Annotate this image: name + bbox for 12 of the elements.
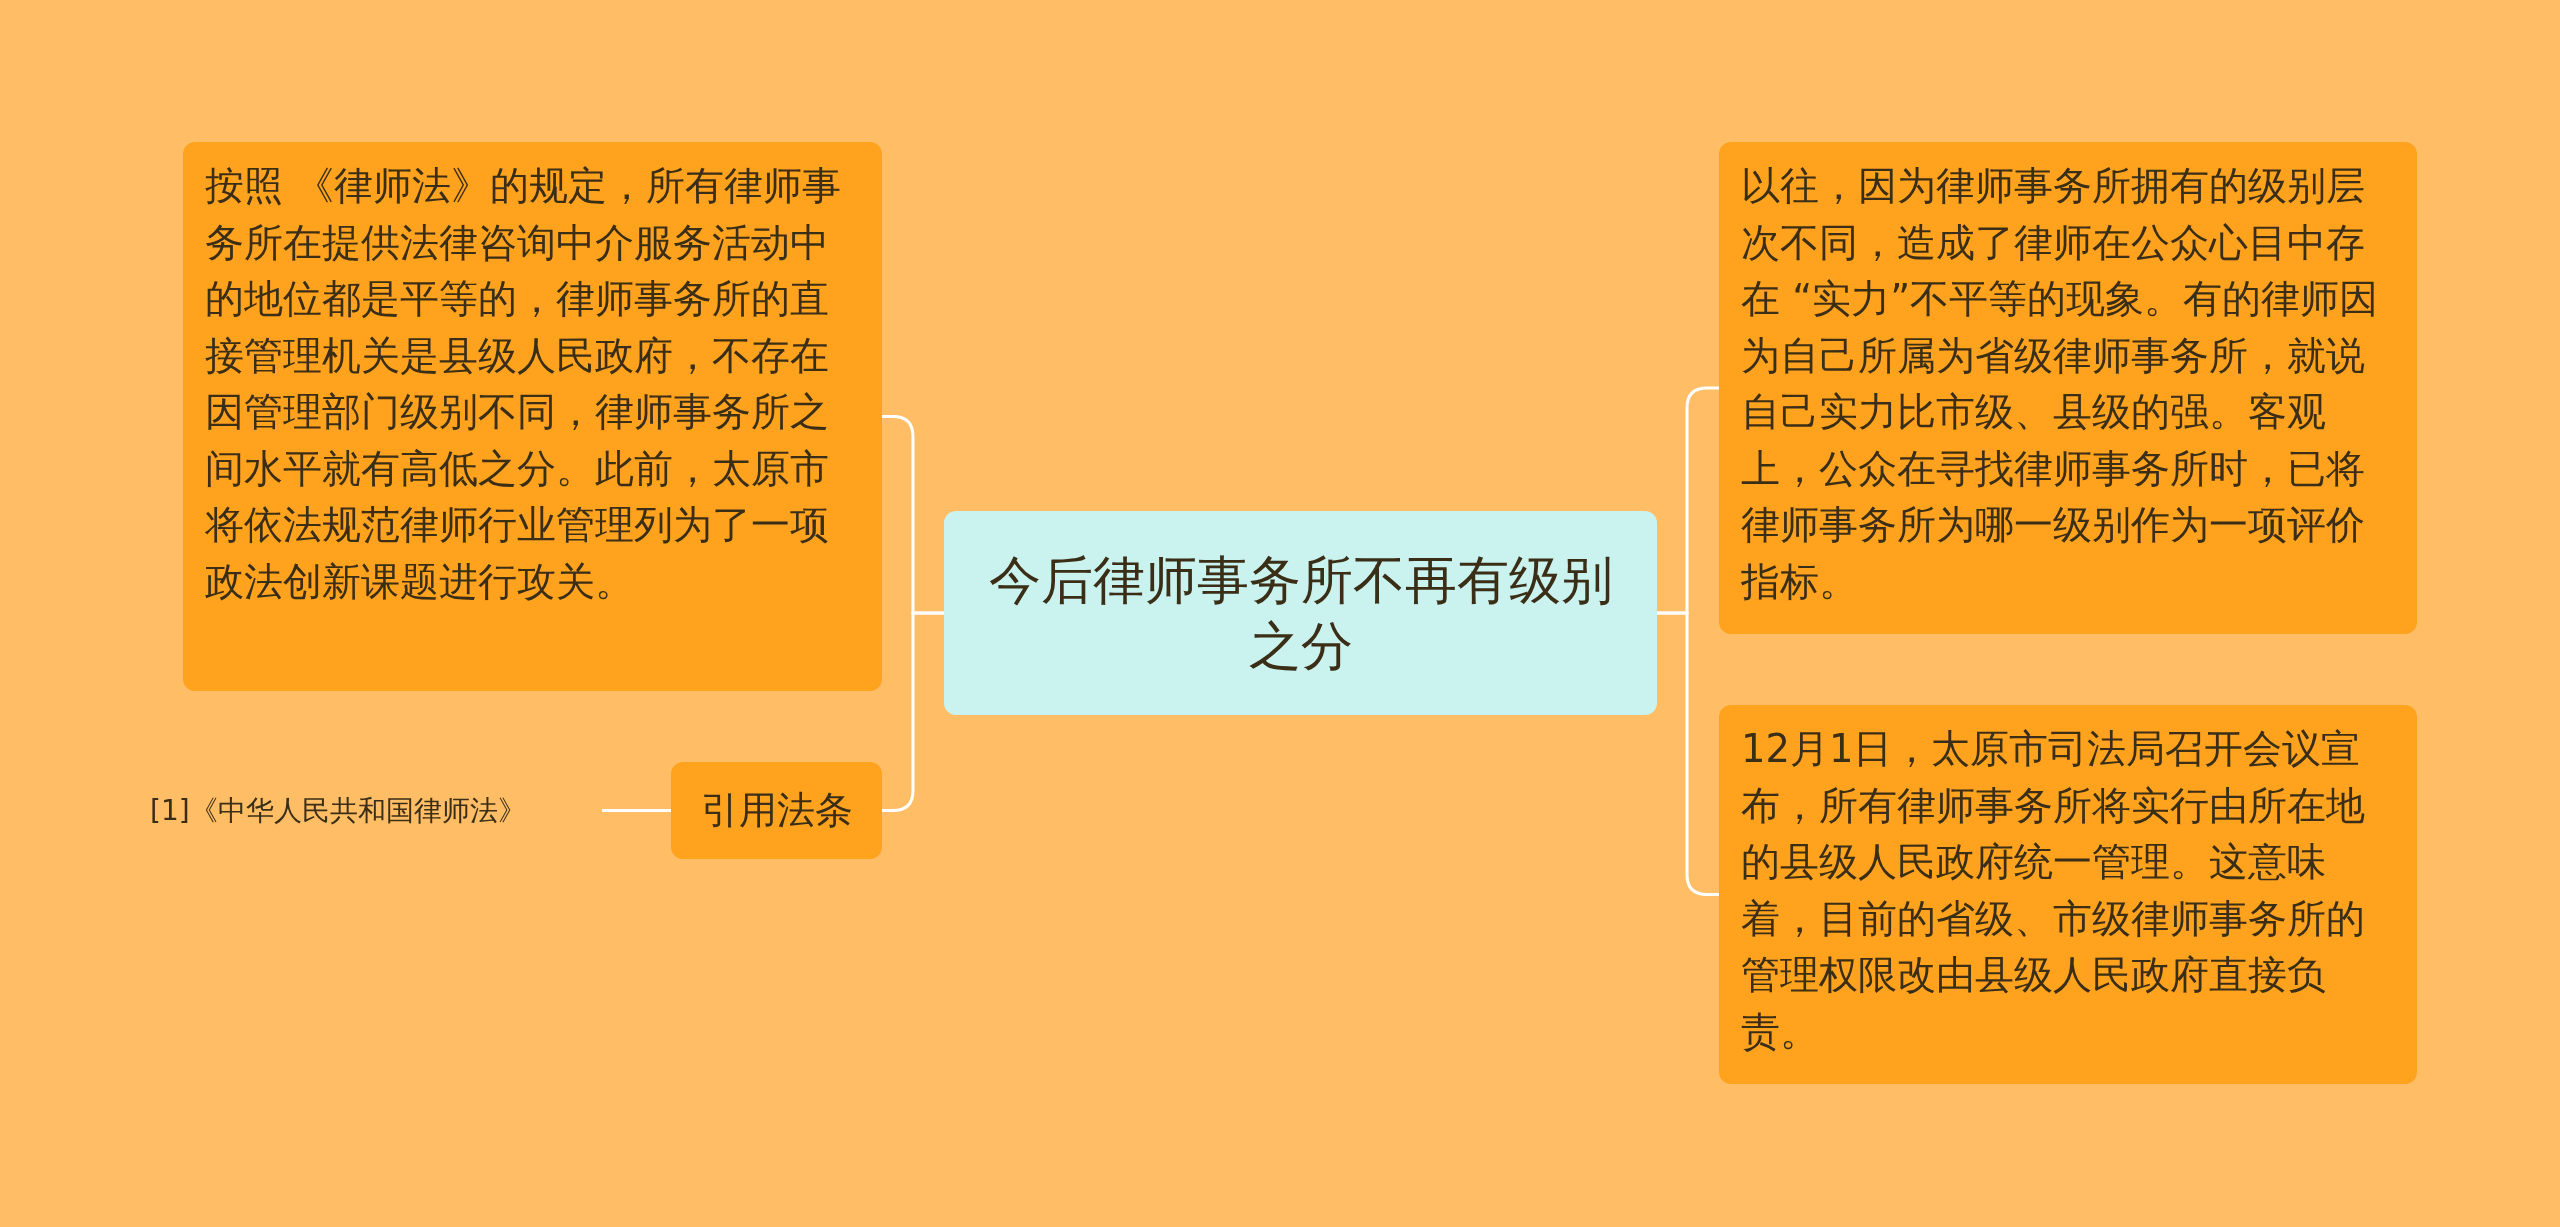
topic-text: 引用法条 [700,787,853,834]
topic-text: 今后律师事务所不再有级别之分 [987,549,1614,678]
topic-text: 按照 《律师法》的规定，所有律师事务所在提供法律咨询中介服务活动中的地位都是平等的，律师事务所的直接管理机关是县级人民政府，不存在因管理部门级别不同，律师事务所之间水平就有高低之分。此前，太原市将依法规范律师行业管理列为了一项政法创新课题进行攻关。 [205,162,843,606]
topic-text: 以往，因为律师事务所拥有的级别层次不同，造成了律师在公众心目中存在 “实力”不平等的现象。有的律师因为自己所属为省级律师事务所，就说自己实力比市级、县级的强。客观上，公众在寻找律师事务所时，已将律师事务所为哪一级别作为一项评价指标。 [1741,162,2380,606]
topic-text: 12月1日，太原市司法局召开会议宣布，所有律师事务所将实行由所在地的县级人民政府统一管理。这意味着，目前的省级、市级律师事务所的管理权限改由县级人民政府直接负责。 [1741,725,2366,1056]
central-topic-box [944,511,1657,715]
topic-box [671,762,882,859]
reference-text: [1]《中华人民共和国律师法》 [150,790,602,832]
topic-box [1719,142,2417,634]
topic-box [183,142,882,691]
connector-line [602,809,671,812]
topic-box [1719,705,2417,1084]
